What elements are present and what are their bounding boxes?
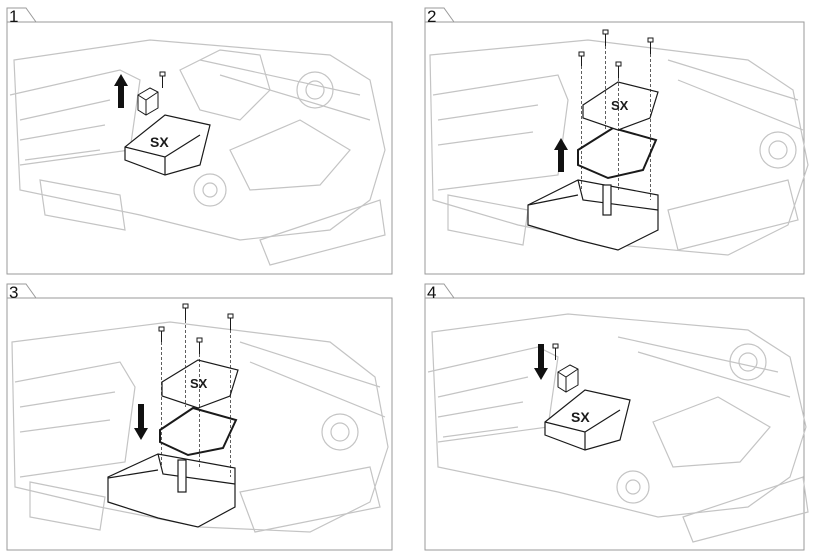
receiver-part <box>557 364 579 393</box>
step-2-illustration: SX <box>424 7 809 275</box>
step-number: 3 <box>9 283 19 302</box>
esc-gasket <box>577 126 658 180</box>
svg-text:SX: SX <box>150 134 169 150</box>
step-tab <box>6 7 37 23</box>
arrow-up-icon <box>554 138 568 172</box>
receiver-part <box>137 87 159 116</box>
guide-lines <box>161 320 231 477</box>
panel-frame <box>6 297 393 551</box>
chassis-drawing <box>429 39 809 256</box>
screw-icon <box>552 343 559 360</box>
panel-frame <box>6 21 393 275</box>
esc-cover: SX <box>582 81 659 131</box>
chassis-drawing <box>427 313 809 543</box>
esc-box-closed: SX <box>124 114 211 176</box>
step-panel-4: SX 4 <box>418 282 822 556</box>
screw-icons <box>158 303 234 354</box>
esc-cover: SX <box>161 359 239 409</box>
step-tab <box>424 283 455 299</box>
step-number: 2 <box>427 7 437 26</box>
arrow-down-icon <box>134 404 148 440</box>
step-panel-1: SX 1 <box>0 0 400 282</box>
step-3-illustration: SX <box>6 283 393 551</box>
step-1-illustration: SX <box>6 7 393 275</box>
step-panel-2: SX 2 <box>418 0 822 282</box>
esc-case <box>107 453 236 528</box>
panel-frame <box>424 297 805 551</box>
guide-lines <box>581 46 651 200</box>
esc-gasket <box>159 406 238 457</box>
step-4-illustration: SX <box>424 283 809 551</box>
esc-box-closed: SX <box>544 389 631 451</box>
screw-icon <box>159 71 166 88</box>
step-panel-3: SX 3 <box>0 282 400 556</box>
arrow-up-icon <box>114 74 128 108</box>
svg-text:SX: SX <box>571 409 590 425</box>
step-tab <box>424 7 455 23</box>
screw-icons <box>578 29 654 78</box>
svg-text:SX: SX <box>611 98 629 113</box>
step-number: 4 <box>427 283 437 302</box>
chassis-drawing <box>11 321 389 533</box>
svg-text:SX: SX <box>190 376 208 391</box>
chassis-drawing <box>9 39 386 266</box>
esc-case <box>527 179 659 251</box>
arrow-down-icon <box>534 344 548 380</box>
step-number: 1 <box>9 7 19 26</box>
step-tab <box>6 283 37 299</box>
